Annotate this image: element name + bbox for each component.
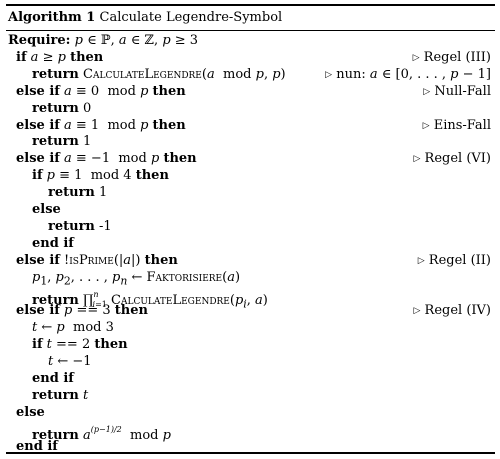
line-comment: ▷ nun: a ∈ [0, . . . , p − 1] — [325, 66, 491, 82]
algorithm-line: if t == 2 then — [8, 336, 491, 353]
algorithm-line: return t — [8, 387, 491, 404]
line-code: if a ≥ p then — [16, 49, 104, 65]
bottom-rule — [6, 452, 495, 454]
line-code: end if — [16, 438, 58, 454]
algorithm-line: p1, p2, . . . , pn ← Faktorisiere(a) — [8, 269, 491, 288]
comment-triangle-icon: ▷ — [412, 52, 420, 63]
algorithm-line: else if a ≡ −1 mod p then ▷ Regel (VI) — [8, 150, 491, 167]
line-code: else if a ≡ 0 mod p then — [16, 83, 186, 99]
line-comment: ▷ Regel (IV) — [413, 303, 491, 319]
line-code: return ∏ni=1 CalculateLegendre(pi, a) — [32, 289, 268, 311]
algorithm-line: end if — [8, 370, 491, 387]
comment-triangle-icon: ▷ — [423, 86, 431, 97]
comment-triangle-icon: ▷ — [413, 306, 421, 317]
line-code: end if — [32, 371, 74, 386]
algorithm-line: return 0 — [8, 100, 491, 117]
comment-triangle-icon: ▷ — [413, 154, 421, 165]
line-comment: ▷ Null-Fall — [423, 83, 491, 99]
algorithm-line: if a ≥ p then ▷ Regel (III) — [8, 49, 491, 66]
line-code: else if a ≡ −1 mod p then — [16, 151, 197, 167]
algorithm-line: return ∏ni=1 CalculateLegendre(pi, a) — [8, 286, 491, 311]
algorithm-line: return 1 — [8, 133, 491, 150]
line-code: return -1 — [48, 218, 112, 234]
algorithm-line: t ← p mod 3 — [8, 319, 491, 336]
caption-rule — [6, 30, 495, 31]
comment-triangle-icon: ▷ — [422, 120, 430, 131]
algorithm-line: return 1 — [8, 184, 491, 201]
line-code: return a(p−1)/2 mod p — [32, 424, 171, 443]
line-code: t ← p mod 3 — [32, 320, 114, 336]
line-code: t ← −1 — [48, 354, 92, 370]
line-code: end if — [32, 235, 74, 251]
algorithm-line: else if !isPrime(|a|) then ▷ Regel (II) — [8, 252, 491, 269]
line-code: return 0 — [32, 100, 92, 116]
line-code: return CalculateLegendre(a mod p, p) — [32, 66, 286, 82]
line-code: else — [16, 404, 45, 420]
line-comment: ▷ Eins-Fall — [422, 117, 491, 133]
algorithm-line: t ← −1 — [8, 353, 491, 370]
line-code: else if p == 3 then — [16, 303, 148, 319]
line-code: return 1 — [32, 134, 92, 150]
algorithm-line: else — [8, 404, 491, 421]
algorithm-line: if p ≡ 1 mod 4 then — [8, 167, 491, 184]
algorithm-line: else if a ≡ 1 mod p then ▷ Eins-Fall — [8, 117, 491, 134]
line-code: if p ≡ 1 mod 4 then — [32, 168, 169, 184]
line-comment: ▷ Regel (VI) — [413, 151, 491, 167]
algorithm-line: else if p == 3 then ▷ Regel (IV) — [8, 302, 491, 319]
line-comment: ▷ Regel (II) — [417, 252, 491, 268]
caption-label: Algorithm 1 — [8, 10, 96, 25]
line-code: return t — [32, 387, 89, 403]
algorithm-line: return -1 — [8, 218, 491, 235]
line-code: Require: p ∈ ℙ, a ∈ ℤ, p ≥ 3 — [8, 33, 199, 48]
comment-triangle-icon: ▷ — [417, 255, 425, 266]
line-code: return 1 — [48, 185, 108, 201]
algorithm-caption: Algorithm 1 Calculate Legendre-Symbol — [8, 10, 282, 26]
algorithm-line: Require: p ∈ ℙ, a ∈ ℤ, p ≥ 3 — [8, 32, 491, 49]
algorithm-line: else — [8, 201, 491, 218]
top-rule — [6, 4, 495, 6]
algorithm-line: end if — [8, 438, 491, 455]
algorithm-line: return CalculateLegendre(a mod p, p) ▷ nu… — [8, 66, 491, 83]
line-code: p1, p2, . . . , pn ← Faktorisiere(a) — [32, 269, 241, 288]
algorithm-line: else if a ≡ 0 mod p then ▷ Null-Fall — [8, 83, 491, 100]
line-comment: ▷ Regel (III) — [412, 49, 491, 65]
line-code: else if !isPrime(|a|) then — [16, 252, 178, 268]
line-code: if t == 2 then — [32, 337, 128, 353]
algorithm-line: return a(p−1)/2 mod p — [8, 421, 491, 443]
comment-triangle-icon: ▷ — [325, 69, 333, 80]
caption-title: Calculate Legendre-Symbol — [99, 10, 283, 25]
line-code: else — [32, 202, 61, 217]
algorithm-box: Algorithm 1 Calculate Legendre-Symbol Re… — [6, 4, 495, 454]
algorithm-line: end if — [8, 235, 491, 252]
line-code: else if a ≡ 1 mod p then — [16, 117, 186, 133]
